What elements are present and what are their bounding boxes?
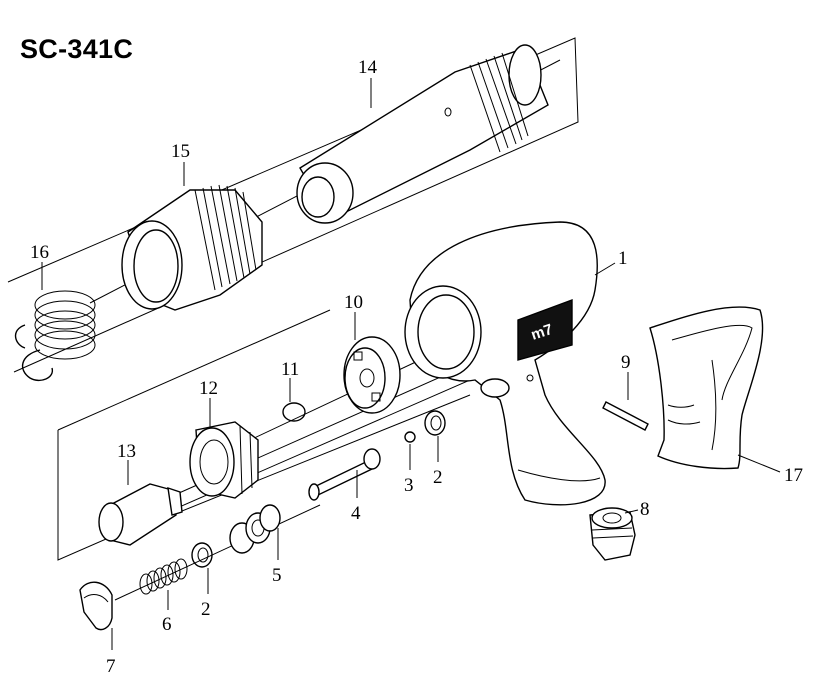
part-label-9: 9 [621,352,631,373]
part-2-washer-lower [191,542,213,568]
part-3-small-o-ring [404,431,416,443]
part-1-housing [404,221,606,506]
part-8-inlet [589,507,636,561]
part-label-2-lower: 2 [201,599,211,620]
part-9-pin [602,401,649,431]
part-12-cylinder [189,421,259,499]
part-5-valve-seat [229,504,281,554]
part-15-collar [121,184,263,311]
part-label-11: 11 [281,359,299,380]
part-label-16: 16 [30,242,49,263]
part-6-spring [139,558,188,595]
part-label-8: 8 [640,499,650,520]
brand-logo-text: m7 [529,321,555,344]
part-4-valve-stem [308,448,381,501]
diagram-title: SC-341C [20,34,134,64]
part-label-15: 15 [171,141,190,162]
leader-lines [41,78,781,650]
part-label-14: 14 [358,57,378,78]
part-11-o-ring [282,402,306,422]
part-label-5: 5 [272,565,282,586]
part-14-barrel [296,44,549,224]
valve-assembly-frame [57,309,471,561]
part-label-2-upper: 2 [433,467,443,488]
part-label-12: 12 [199,378,218,399]
part-2-washer-upper [424,410,446,436]
part-label-10: 10 [344,292,363,313]
part-13-piston [98,483,183,546]
part-7-trigger [79,581,113,631]
part-label-13: 13 [117,441,136,462]
part-label-17: 17 [784,465,803,486]
part-16-spring [14,290,96,382]
barrel-assembly-frame [7,37,579,373]
part-label-4: 4 [351,503,361,524]
part-17-grip [649,306,764,470]
part-label-7: 7 [106,656,116,677]
part-10-valve-disc [343,336,401,414]
part-label-6: 6 [162,614,172,635]
part-label-3: 3 [404,475,414,496]
part-label-1: 1 [618,248,628,269]
